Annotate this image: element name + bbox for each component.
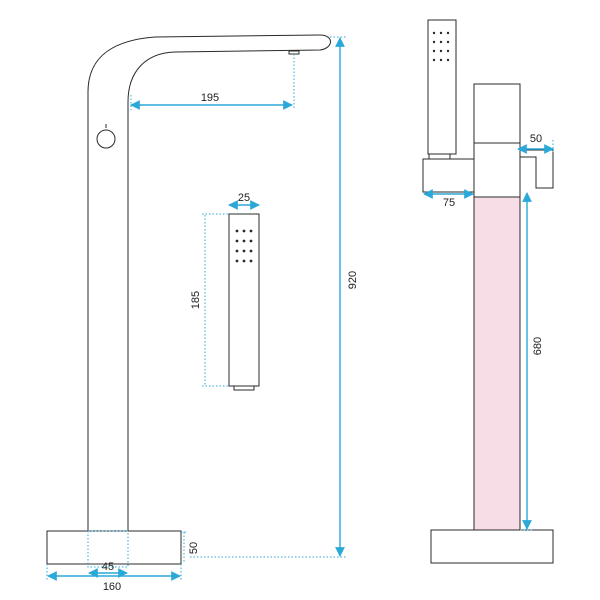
nozzle-dot <box>439 58 443 62</box>
dim-spout-reach-label: 195 <box>201 92 219 104</box>
nozzle-dot <box>249 259 253 263</box>
handshower-front-tip <box>233 385 255 391</box>
side-handshower-nozzles <box>432 31 450 62</box>
nozzle-dot <box>439 49 443 53</box>
nozzle-dot <box>446 49 450 53</box>
side-holder <box>422 158 475 193</box>
side-spout-outlet <box>520 149 554 189</box>
nozzle-dot <box>446 31 450 35</box>
side-dimensions: 50 75 680 <box>423 133 554 531</box>
nozzle-dot <box>439 40 443 44</box>
nozzle-dot <box>242 239 246 243</box>
side-view <box>422 19 554 564</box>
nozzle-dot <box>432 49 436 53</box>
nozzle-dot <box>249 239 253 243</box>
side-handshower <box>427 19 457 155</box>
dim-pipe-width-box <box>87 530 129 568</box>
nozzle-dot <box>235 229 239 233</box>
dim-pipe-width-label: 45 <box>102 561 114 573</box>
nozzle-dot <box>446 58 450 62</box>
front-dimensions: 195 920 25 185 50 45 160 <box>46 36 359 593</box>
spout-outlet <box>288 50 300 55</box>
holder-highlight-area <box>474 197 520 530</box>
dim-holder-depth-label: 75 <box>443 197 455 209</box>
nozzle-dot <box>242 259 246 263</box>
nozzle-dot <box>235 259 239 263</box>
dim-base-height-label: 50 <box>188 542 200 554</box>
nozzle-dot <box>432 58 436 62</box>
nozzle-dot <box>249 229 253 233</box>
nozzle-dot <box>432 40 436 44</box>
dim-height-total-label: 920 <box>347 271 359 289</box>
dim-handshower-width-label: 25 <box>238 192 250 204</box>
nozzle-dot <box>439 31 443 35</box>
dim-handshower-length-label: 185 <box>190 291 202 309</box>
nozzle-dot <box>249 249 253 253</box>
handshower-nozzles <box>235 229 253 263</box>
dim-holder-height-label: 680 <box>532 337 544 355</box>
nozzle-dot <box>242 249 246 253</box>
nozzle-dot <box>235 239 239 243</box>
nozzle-dot <box>242 229 246 233</box>
mixer-knob <box>96 129 116 149</box>
dim-holder-width-label: 50 <box>530 133 542 145</box>
nozzle-dot <box>446 40 450 44</box>
front-column-spout <box>87 34 331 531</box>
dim-base-width-label: 160 <box>103 581 121 593</box>
front-view <box>46 34 331 565</box>
side-base <box>430 529 554 564</box>
side-holder-cup <box>428 153 451 160</box>
nozzle-dot <box>235 249 239 253</box>
nozzle-dot <box>432 31 436 35</box>
front-base <box>46 530 182 565</box>
